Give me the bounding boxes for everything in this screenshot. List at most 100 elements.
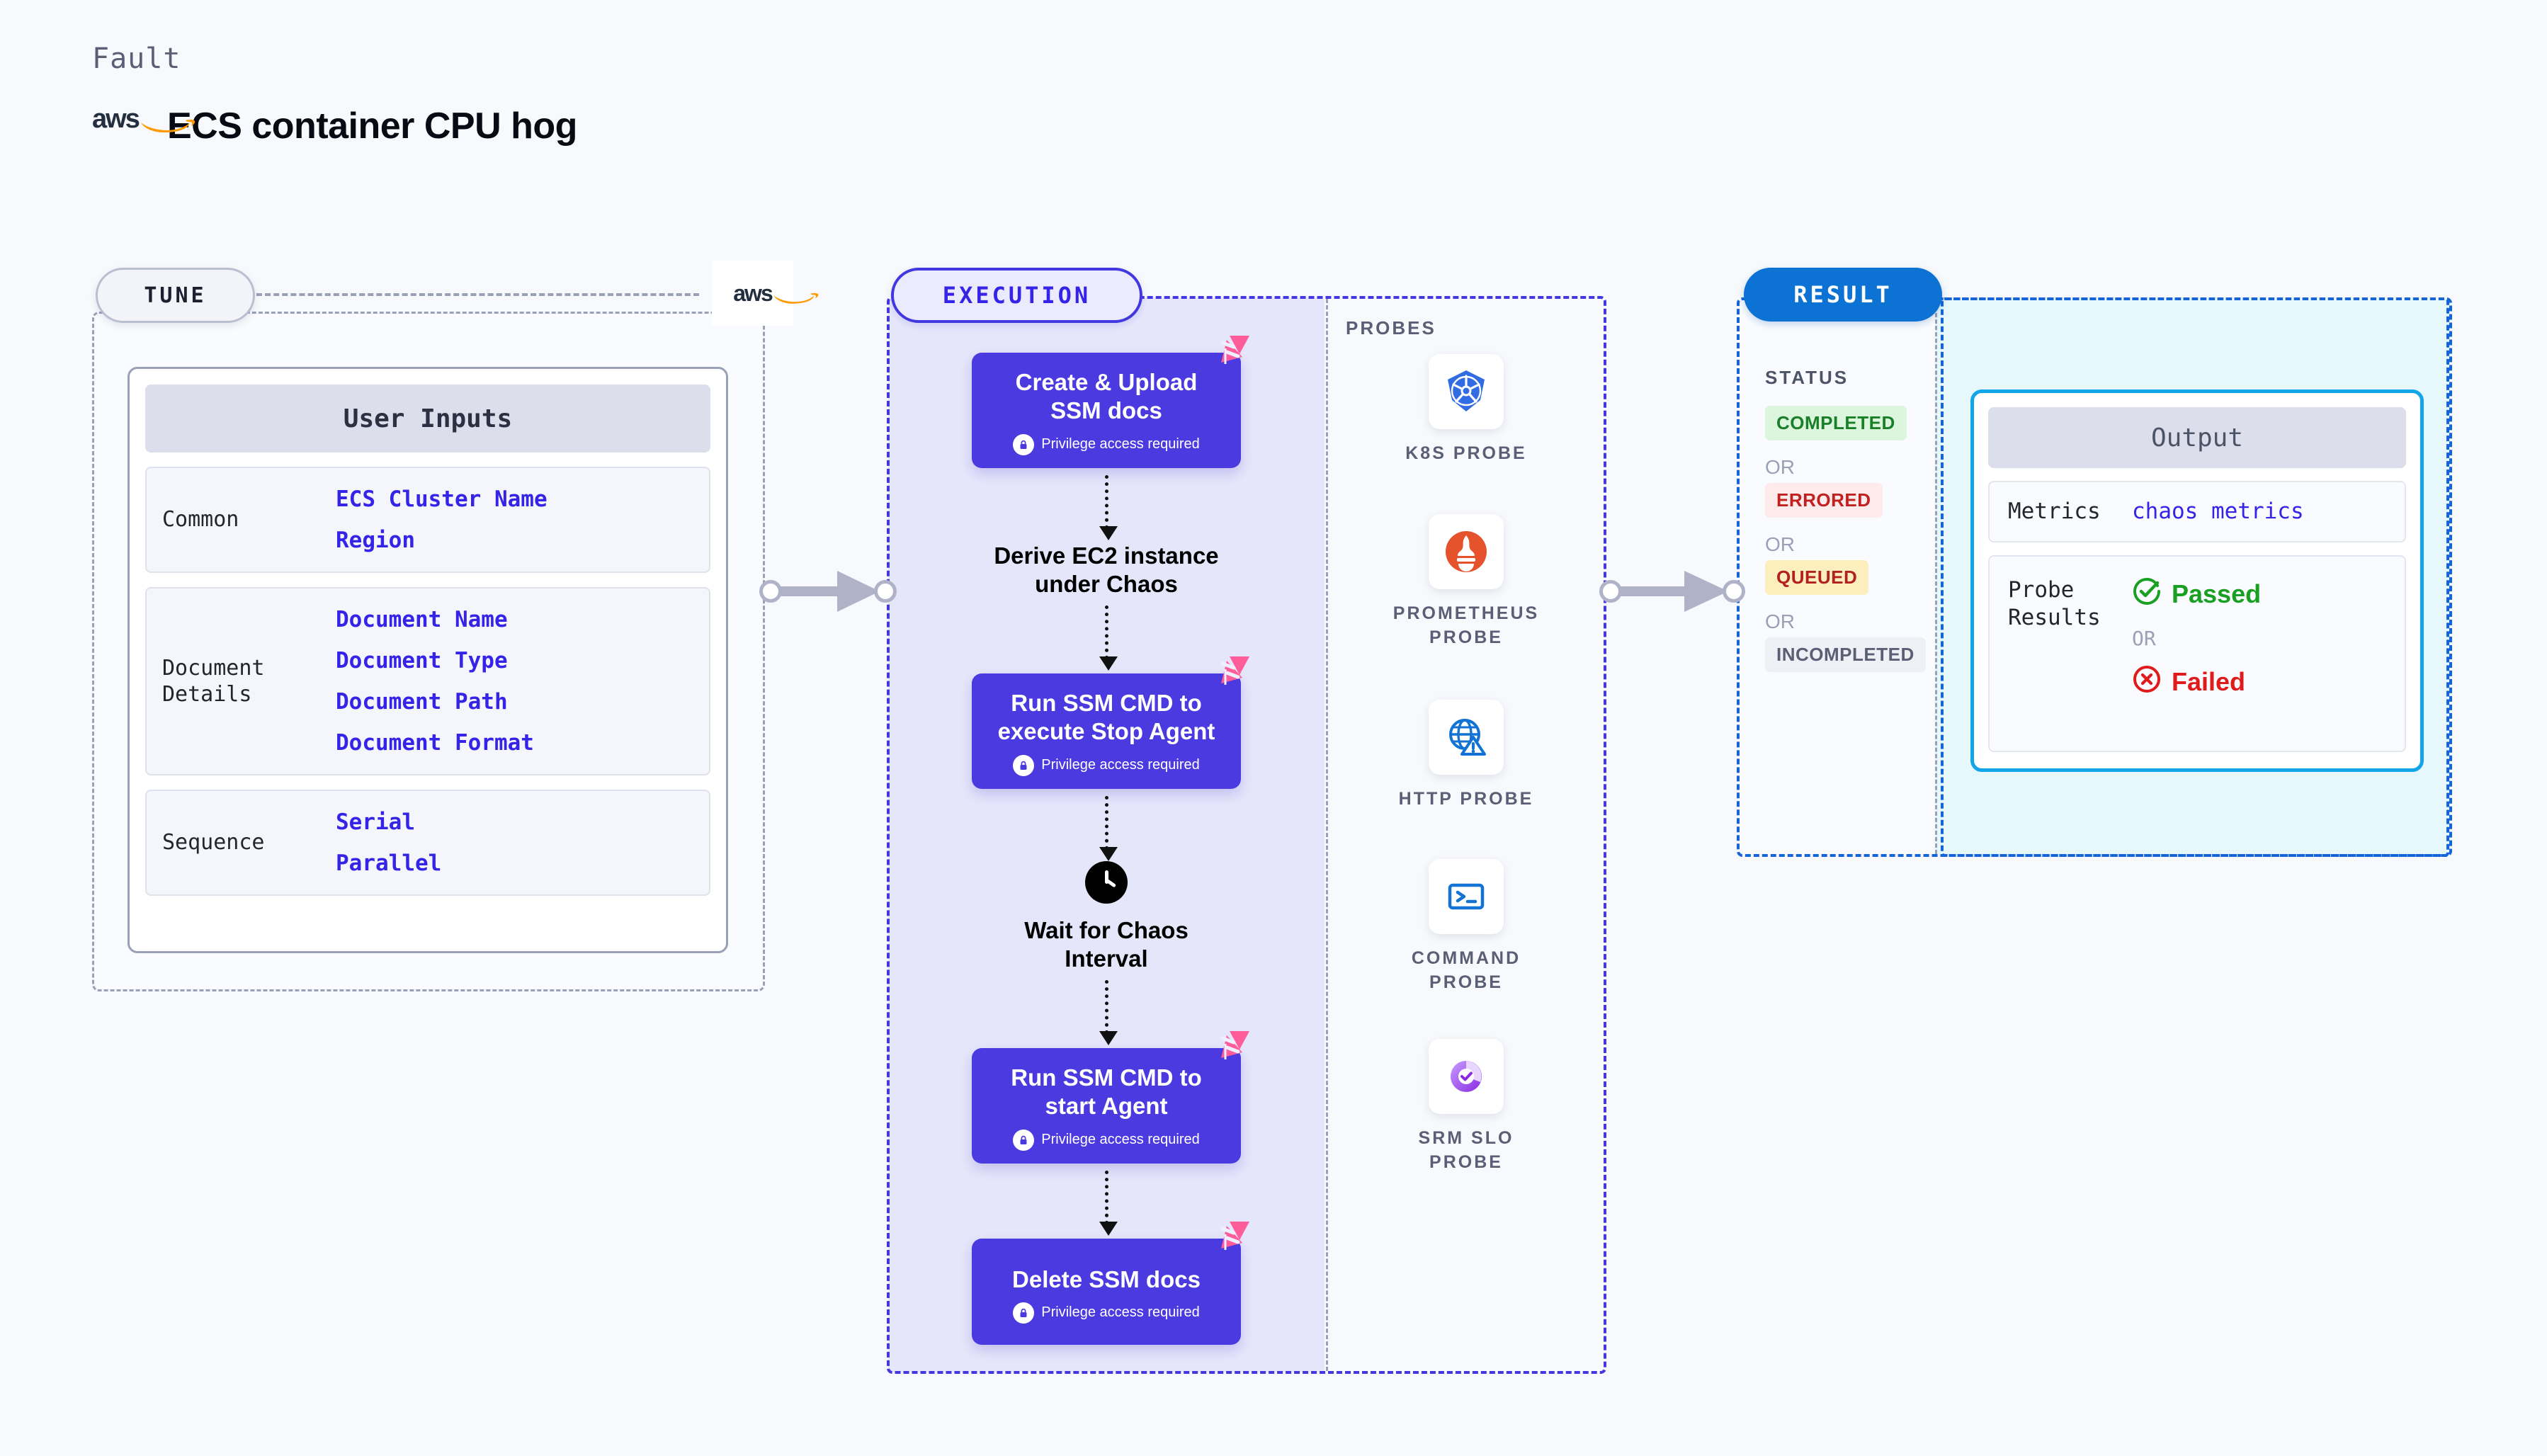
flow-node-run-ssm-cmd-stop-agent[interactable]: Run SSM CMD to execute Stop Agent Privil… bbox=[972, 656, 1249, 789]
input-field-document-path[interactable]: Document Path bbox=[336, 689, 508, 715]
probe-result-failed: Failed bbox=[2132, 664, 2261, 700]
lock-icon bbox=[1013, 1129, 1035, 1151]
user-inputs-card: User Inputs Common ECS Cluster Name Regi… bbox=[127, 367, 728, 953]
group-name: Sequence bbox=[162, 830, 265, 855]
srm-slo-donut-icon bbox=[1429, 1039, 1504, 1114]
or-label: OR bbox=[1765, 610, 1795, 632]
lock-icon bbox=[1013, 754, 1035, 776]
status-badge-queued: QUEUED bbox=[1765, 560, 1869, 595]
flow-arrow bbox=[1099, 1170, 1118, 1236]
execution-pill: EXECUTION bbox=[891, 268, 1142, 323]
privilege-label: Privilege access required bbox=[1041, 757, 1200, 773]
clock-icon bbox=[1085, 860, 1128, 904]
flow-label-wait-for-chaos-interval: Wait for Chaos Interval bbox=[1024, 916, 1189, 972]
output-card: Output Metrics chaos metrics Probe Resul… bbox=[1970, 389, 2424, 772]
probe-item-k8s[interactable]: K8S PROBE bbox=[1374, 354, 1558, 466]
tune-provider-connector-line bbox=[256, 293, 699, 296]
probes-heading: PROBES bbox=[1346, 317, 1436, 339]
connector-execution-to-result bbox=[1599, 567, 1748, 616]
result-pill: RESULT bbox=[1744, 268, 1942, 322]
input-option-serial[interactable]: Serial bbox=[336, 809, 415, 835]
probe-item-command[interactable]: COMMAND PROBE bbox=[1374, 859, 1558, 995]
flow-node-run-ssm-cmd-start-agent[interactable]: Run SSM CMD to start Agent Privilege acc… bbox=[972, 1031, 1249, 1164]
probe-item-srm-slo[interactable]: SRM SLO PROBE bbox=[1374, 1039, 1558, 1175]
failed-label: Failed bbox=[2172, 667, 2246, 697]
probe-result-passed: Passed bbox=[2132, 576, 2261, 613]
probe-label: HTTP PROBE bbox=[1398, 789, 1534, 809]
passed-label: Passed bbox=[2172, 579, 2262, 609]
input-field-document-type[interactable]: Document Type bbox=[336, 648, 508, 673]
metrics-label: Metrics bbox=[2008, 499, 2101, 524]
privilege-note: Privilege access required bbox=[985, 433, 1228, 455]
privilege-label: Privilege access required bbox=[1041, 1304, 1200, 1321]
litmus-logo-icon bbox=[1206, 1219, 1251, 1264]
http-globe-warning-icon bbox=[1429, 700, 1504, 775]
group-name: Common bbox=[162, 507, 239, 533]
status-column: STATUS COMPLETED OR ERRORED OR QUEUED OR… bbox=[1765, 367, 1942, 672]
execution-flow: Create & Upload SSM docs Privilege acces… bbox=[958, 336, 1255, 1345]
node-title: Delete SSM docs bbox=[1012, 1266, 1201, 1292]
input-group-document-details: Document Details Document Name Document … bbox=[145, 587, 710, 775]
result-output-dashed-box bbox=[1941, 297, 2449, 857]
input-field-ecs-cluster-name[interactable]: ECS Cluster Name bbox=[336, 487, 548, 512]
output-row-probe-results: Probe Results Passed OR bbox=[1988, 554, 2406, 752]
node-title: Run SSM CMD to execute Stop Agent bbox=[997, 690, 1215, 745]
input-field-document-name[interactable]: Document Name bbox=[336, 607, 508, 632]
terminal-icon bbox=[1429, 859, 1504, 934]
page-header: Fault aws ECS container CPU hog bbox=[92, 42, 577, 147]
connector-tune-to-execution bbox=[759, 567, 898, 616]
privilege-label: Privilege access required bbox=[1041, 1132, 1200, 1147]
flow-node-create-upload-ssm-docs[interactable]: Create & Upload SSM docs Privilege acces… bbox=[972, 336, 1249, 468]
probe-item-http[interactable]: HTTP PROBE bbox=[1374, 700, 1558, 812]
eyebrow-label: Fault bbox=[92, 42, 181, 75]
or-label: OR bbox=[2132, 626, 2156, 650]
x-circle-icon bbox=[2132, 664, 2162, 700]
metrics-value[interactable]: chaos metrics bbox=[2132, 499, 2304, 525]
flow-arrow bbox=[1099, 980, 1118, 1045]
privilege-note: Privilege access required bbox=[985, 1302, 1228, 1324]
input-group-common: Common ECS Cluster Name Region bbox=[145, 467, 710, 573]
status-badge-incompleted: INCOMPLETED bbox=[1765, 637, 1926, 672]
privilege-note: Privilege access required bbox=[985, 754, 1228, 776]
flow-arrow bbox=[1099, 474, 1118, 540]
status-badge-errored: ERRORED bbox=[1765, 483, 1883, 518]
prometheus-icon bbox=[1429, 514, 1504, 589]
input-option-parallel[interactable]: Parallel bbox=[336, 851, 442, 876]
probe-label: K8S PROBE bbox=[1405, 443, 1527, 463]
tune-pill: TUNE bbox=[96, 268, 255, 323]
flow-arrow bbox=[1099, 795, 1118, 861]
probe-results-label: Probe Results bbox=[2008, 576, 2101, 630]
user-inputs-title: User Inputs bbox=[145, 385, 710, 453]
group-name: Document Details bbox=[162, 655, 265, 707]
lock-icon bbox=[1013, 1302, 1035, 1324]
probe-label: COMMAND PROBE bbox=[1411, 948, 1521, 992]
flow-node-delete-ssm-docs[interactable]: Delete SSM docs Privilege access require… bbox=[972, 1221, 1249, 1345]
flow-arrow bbox=[1099, 605, 1118, 671]
aws-logo-badge-icon: aws bbox=[712, 261, 819, 326]
privilege-note: Privilege access required bbox=[985, 1129, 1228, 1151]
status-heading: STATUS bbox=[1765, 367, 1849, 388]
output-row-metrics: Metrics chaos metrics bbox=[1988, 481, 2406, 542]
litmus-logo-icon bbox=[1206, 1028, 1251, 1074]
flow-label-derive-ec2-instance: Derive EC2 instance under Chaos bbox=[994, 542, 1219, 597]
kubernetes-icon bbox=[1429, 354, 1504, 429]
or-label: OR bbox=[1765, 456, 1795, 478]
or-label: OR bbox=[1765, 533, 1795, 555]
node-title: Create & Upload SSM docs bbox=[1015, 369, 1198, 424]
aws-logo-icon: aws bbox=[92, 106, 195, 147]
lock-icon bbox=[1013, 433, 1035, 455]
output-title: Output bbox=[1988, 407, 2406, 468]
litmus-logo-icon bbox=[1206, 654, 1251, 699]
input-group-sequence: Sequence Serial Parallel bbox=[145, 790, 710, 896]
litmus-logo-icon bbox=[1206, 333, 1251, 378]
node-title: Run SSM CMD to start Agent bbox=[1011, 1064, 1202, 1120]
input-field-document-format[interactable]: Document Format bbox=[336, 730, 534, 756]
status-badge-completed: COMPLETED bbox=[1765, 406, 1907, 440]
privilege-label: Privilege access required bbox=[1041, 436, 1200, 452]
probe-label: PROMETHEUS PROBE bbox=[1392, 603, 1540, 647]
input-field-region[interactable]: Region bbox=[336, 528, 415, 553]
probe-item-prometheus[interactable]: PROMETHEUS PROBE bbox=[1374, 514, 1558, 650]
result-divider bbox=[1935, 300, 1937, 854]
check-circle-icon bbox=[2132, 576, 2162, 613]
probe-label: SRM SLO PROBE bbox=[1418, 1128, 1514, 1172]
